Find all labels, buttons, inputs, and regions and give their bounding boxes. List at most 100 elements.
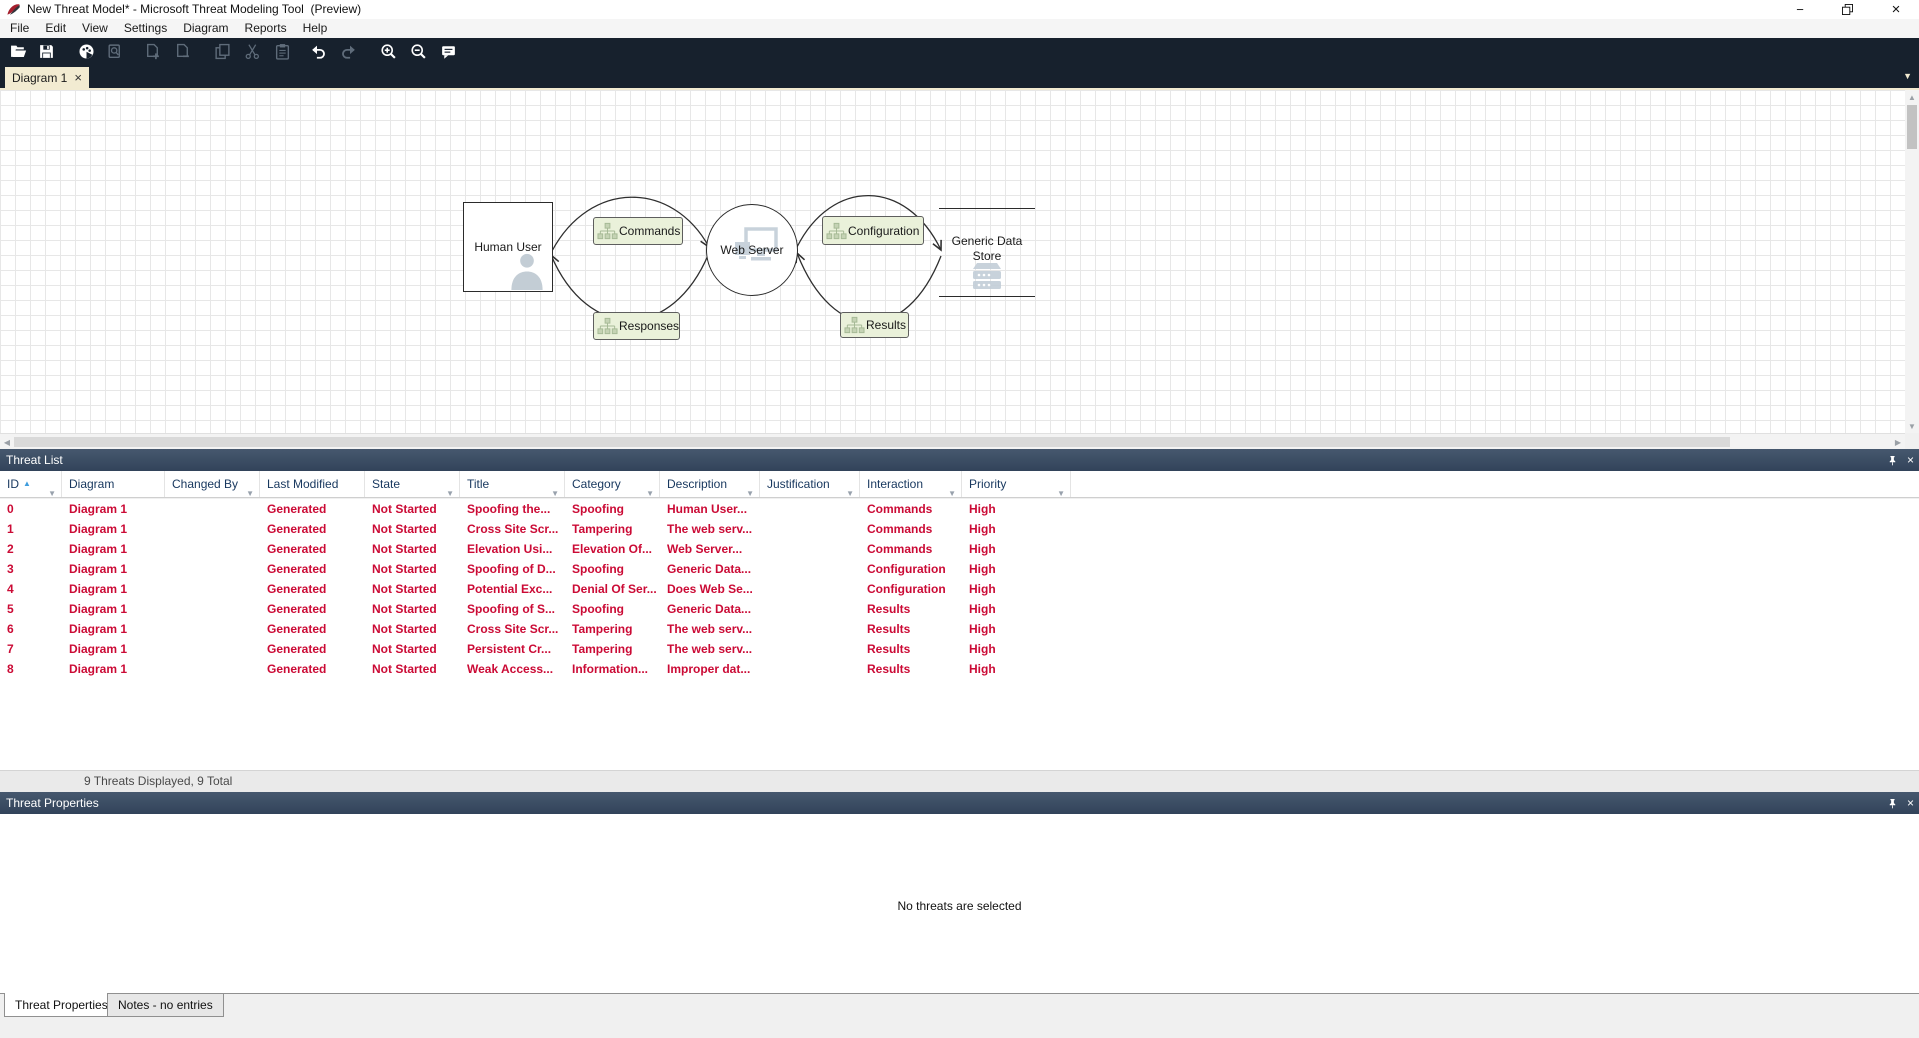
column-header-interaction[interactable]: Interaction▼ (860, 471, 962, 498)
menu-view[interactable]: View (82, 21, 108, 35)
threat-properties-panel-header: Threat Properties × (0, 792, 1919, 814)
minimize-icon: − (1796, 2, 1804, 17)
toolbar-copy-button[interactable] (210, 40, 234, 62)
filter-icon[interactable]: ▼ (1057, 489, 1065, 498)
toolbar-open-button[interactable] (6, 40, 30, 62)
pin-icon[interactable] (1887, 798, 1898, 809)
toolbar-save-button[interactable] (34, 40, 58, 62)
menu-file[interactable]: File (10, 21, 30, 35)
flow-label-commands[interactable]: Commands (593, 217, 683, 245)
close-panel-icon[interactable]: × (1906, 453, 1914, 467)
toolbar-redo-button[interactable] (336, 40, 360, 62)
close-panel-icon[interactable]: × (1906, 796, 1914, 810)
filter-icon[interactable]: ▼ (948, 489, 956, 498)
flow-label-text: Commands (619, 224, 681, 238)
filter-icon[interactable]: ▼ (646, 489, 654, 498)
scroll-left-icon[interactable]: ◀ (3, 437, 11, 447)
node-human-user[interactable]: Human User (463, 202, 553, 292)
menu-help[interactable]: Help (302, 21, 328, 35)
flow-responses-arc[interactable] (551, 252, 710, 321)
flow-configuration-arc[interactable] (796, 194, 941, 250)
cell-changed-by (165, 639, 260, 659)
filter-icon[interactable]: ▼ (846, 489, 854, 498)
flow-label-text: Configuration (848, 223, 920, 238)
column-header-id[interactable]: ID▲▼ (0, 471, 62, 498)
toolbar-add-diagram-button[interactable] (140, 40, 164, 62)
menu-edit[interactable]: Edit (45, 21, 67, 35)
cell-justification (760, 559, 860, 579)
toolbar-feedback-button[interactable] (436, 40, 460, 62)
tab-close-icon[interactable]: × (74, 70, 82, 85)
node-label-line1: Generic Data (951, 234, 1023, 248)
cell-priority: High (969, 622, 996, 636)
filter-icon[interactable]: ▼ (48, 489, 56, 498)
column-header-diagram[interactable]: Diagram (62, 471, 165, 497)
node-generic-data-store[interactable]: Generic Data Store (939, 208, 1035, 297)
diagram-canvas[interactable]: Human User Web Server Generic Data Store (0, 90, 1919, 433)
column-header-last-modified[interactable]: Last Modified (260, 471, 365, 497)
pin-icon[interactable] (1887, 455, 1898, 466)
column-header-changed-by[interactable]: Changed By▼ (165, 471, 260, 498)
toolbar-remove-diagram-button[interactable] (170, 40, 194, 62)
cell-interaction: Results (867, 622, 911, 636)
scroll-up-icon[interactable]: ▲ (1908, 92, 1916, 102)
flow-label-responses[interactable]: Responses (593, 312, 680, 340)
column-header-title[interactable]: Title▼ (460, 471, 565, 498)
node-web-server[interactable]: Web Server (706, 204, 798, 296)
close-window-button[interactable]: × (1879, 0, 1913, 19)
cell-title: Spoofing of S... (467, 602, 555, 616)
column-header-description[interactable]: Description▼ (660, 471, 760, 498)
toolbar-undo-button[interactable] (306, 40, 330, 62)
column-header-priority[interactable]: Priority▼ (962, 471, 1071, 498)
horizontal-scroll-thumb[interactable] (14, 437, 1730, 447)
filter-icon[interactable]: ▼ (246, 489, 254, 498)
canvas-horizontal-scrollbar[interactable]: ◀ ▶ (0, 433, 1905, 449)
menu-settings[interactable]: Settings (123, 21, 168, 35)
tab-notes[interactable]: Notes - no entries (107, 993, 224, 1017)
filter-icon[interactable]: ▼ (551, 489, 559, 498)
sort-ascending-icon: ▲ (23, 479, 31, 488)
restore-button[interactable] (1830, 0, 1864, 19)
toolbar-paste-button[interactable] (270, 40, 294, 62)
toolbar-zoom-out-button[interactable] (406, 40, 430, 62)
canvas-vertical-scrollbar[interactable]: ▲ ▼ (1905, 90, 1919, 433)
cell-category: Spoofing (572, 602, 624, 616)
column-header-justification[interactable]: Justification▼ (760, 471, 860, 498)
flow-commands-arc[interactable] (551, 196, 709, 252)
cell-state: Not Started (372, 642, 437, 656)
column-header-state[interactable]: State▼ (365, 471, 460, 498)
toolbar-zoom-in-button[interactable] (376, 40, 400, 62)
scroll-right-icon[interactable]: ▶ (1894, 437, 1902, 447)
tab-diagram-1[interactable]: Diagram 1 × (5, 67, 89, 88)
cell-state: Not Started (372, 542, 437, 556)
filter-icon[interactable]: ▼ (446, 489, 454, 498)
filter-icon[interactable]: ▼ (746, 489, 754, 498)
tab-overflow-dropdown-icon[interactable]: ▼ (1903, 71, 1912, 81)
menu-diagram[interactable]: Diagram (183, 21, 229, 35)
tab-threat-properties[interactable]: Threat Properties (4, 993, 119, 1017)
toolbar-analyze-button[interactable] (102, 40, 126, 62)
flow-label-results[interactable]: Results (840, 312, 909, 338)
menu-reports[interactable]: Reports (244, 21, 287, 35)
cell-diagram: Diagram 1 (69, 562, 128, 576)
cell-id: 3 (7, 562, 14, 576)
toolbar-report-button[interactable] (74, 40, 98, 62)
scroll-down-icon[interactable]: ▼ (1908, 421, 1916, 431)
column-header-category[interactable]: Category▼ (565, 471, 660, 498)
cell-priority: High (969, 642, 996, 656)
vertical-scroll-thumb[interactable] (1907, 105, 1917, 149)
minimize-button[interactable]: − (1783, 0, 1817, 19)
toolbar-cut-button[interactable] (240, 40, 264, 62)
flow-label-configuration[interactable]: Configuration (822, 216, 924, 245)
cell-title: Cross Site Scr... (467, 622, 559, 636)
cell-interaction: Commands (867, 522, 933, 536)
